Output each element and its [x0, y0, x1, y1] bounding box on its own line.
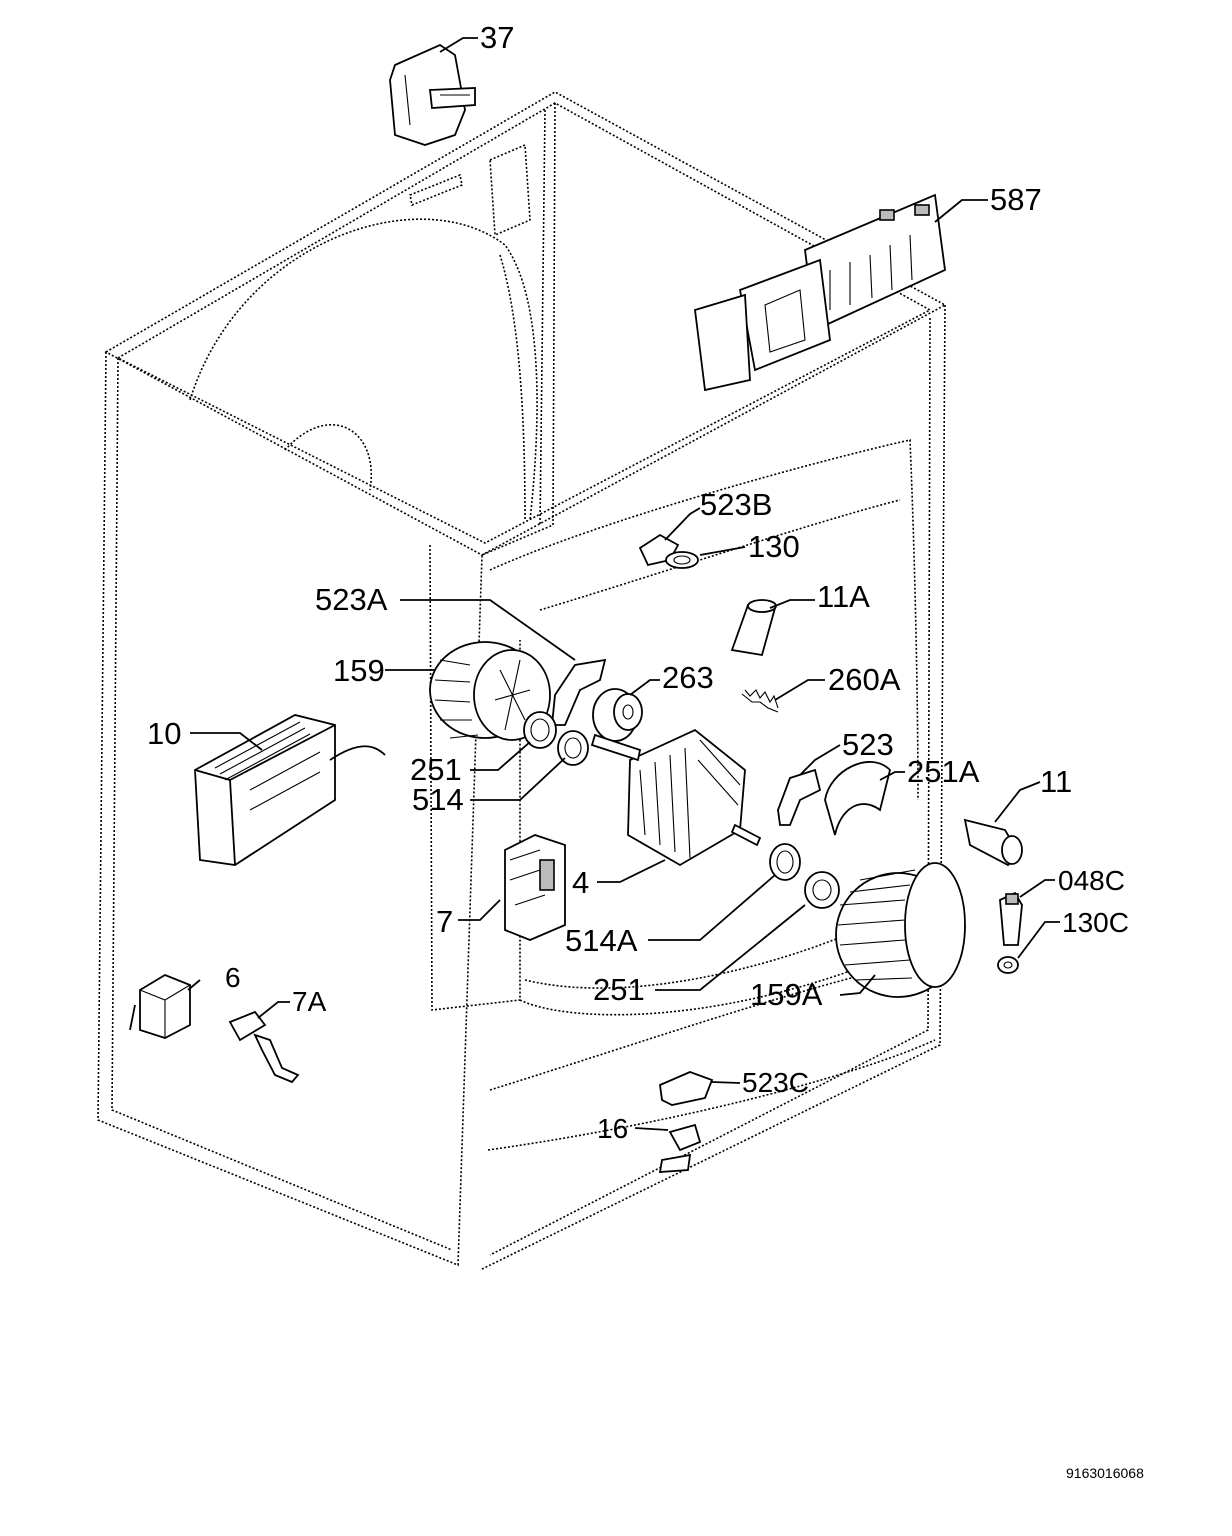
part-523-bracket — [777, 768, 822, 826]
label-251-bottom: 251 — [593, 972, 645, 1007]
label-523C: 523C — [742, 1067, 809, 1098]
leader-lines — [187, 37, 1060, 1131]
label-523: 523 — [842, 727, 894, 762]
part-7-door-switch — [504, 834, 566, 941]
part-130C-nut — [997, 956, 1019, 974]
label-263: 263 — [662, 660, 714, 695]
label-514: 514 — [412, 782, 464, 817]
label-587: 587 — [990, 182, 1042, 217]
part-514-bearing — [557, 730, 589, 766]
label-523B: 523B — [700, 487, 772, 522]
part-16-thermostat — [658, 1123, 702, 1173]
part-048C-fuse — [999, 891, 1023, 946]
label-251-top: 251 — [410, 752, 462, 787]
label-10: 10 — [147, 716, 181, 751]
label-251A: 251A — [907, 754, 980, 789]
label-159: 159 — [333, 653, 385, 688]
part-251-seal-bottom — [804, 871, 840, 909]
part-523C-bracket — [659, 1071, 714, 1106]
part-11-capacitor — [963, 818, 1023, 867]
part-7A-microswitch — [228, 1010, 300, 1084]
label-16: 16 — [597, 1113, 628, 1144]
part-514A-bearing — [769, 843, 801, 881]
part-labels: 37 587 523B 130 523A 11A 159 263 260A 10… — [147, 20, 1129, 1144]
part-11A-capacitor — [730, 599, 777, 657]
part-159A-impeller — [835, 862, 966, 998]
label-523A: 523A — [315, 582, 388, 617]
label-11A: 11A — [817, 579, 870, 614]
label-6: 6 — [225, 962, 241, 993]
part-251-seal-top — [523, 711, 557, 749]
part-37-switch — [389, 43, 476, 146]
label-7: 7 — [436, 904, 453, 939]
label-4: 4 — [572, 865, 589, 900]
label-130: 130 — [748, 529, 800, 564]
part-4-motor — [590, 728, 762, 867]
label-37: 37 — [480, 20, 514, 55]
part-6-filter — [129, 973, 191, 1039]
label-159A: 159A — [750, 977, 823, 1012]
label-514A: 514A — [565, 923, 638, 958]
cabinet-outline — [97, 91, 947, 1271]
part-587-electronic-board — [694, 193, 946, 392]
part-263-pulley — [592, 688, 643, 742]
part-260A-spring — [741, 689, 779, 713]
label-048C: 048C — [1058, 865, 1125, 896]
part-10-heater — [194, 714, 386, 866]
document-number: 9163016068 — [1066, 1465, 1144, 1481]
label-11: 11 — [1040, 764, 1072, 799]
part-251A-seal — [824, 761, 891, 836]
label-7A: 7A — [292, 986, 327, 1017]
label-130C: 130C — [1062, 907, 1129, 938]
part-523B-130-brackets — [638, 533, 699, 569]
label-260A: 260A — [828, 662, 901, 697]
